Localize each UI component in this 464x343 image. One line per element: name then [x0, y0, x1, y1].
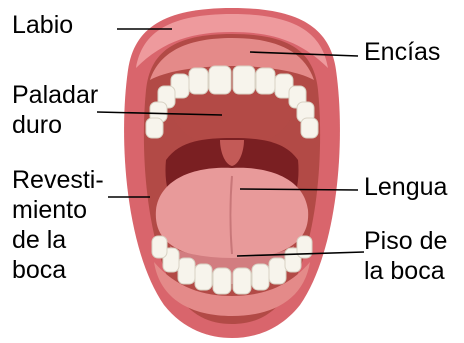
label-encias: Encías — [364, 37, 440, 67]
label-lengua: Lengua — [364, 172, 447, 202]
label-line: Piso de — [364, 226, 447, 256]
label-line: Revesti- — [12, 165, 104, 195]
label-line: Paladar — [12, 80, 98, 110]
label-line: Labio — [12, 10, 73, 40]
label-paladar-duro: Paladar duro — [12, 80, 98, 140]
label-line: la boca — [364, 256, 447, 286]
label-line: boca — [12, 255, 104, 285]
label-labio: Labio — [12, 10, 73, 40]
label-line: miento — [12, 195, 104, 225]
label-line: duro — [12, 110, 98, 140]
label-line: Encías — [364, 37, 440, 67]
label-revestimiento: Revesti- miento de la boca — [12, 165, 104, 285]
label-line: de la — [12, 225, 104, 255]
label-line: Lengua — [364, 172, 447, 202]
leader-lengua — [240, 189, 358, 190]
label-piso-boca: Piso de la boca — [364, 226, 447, 286]
